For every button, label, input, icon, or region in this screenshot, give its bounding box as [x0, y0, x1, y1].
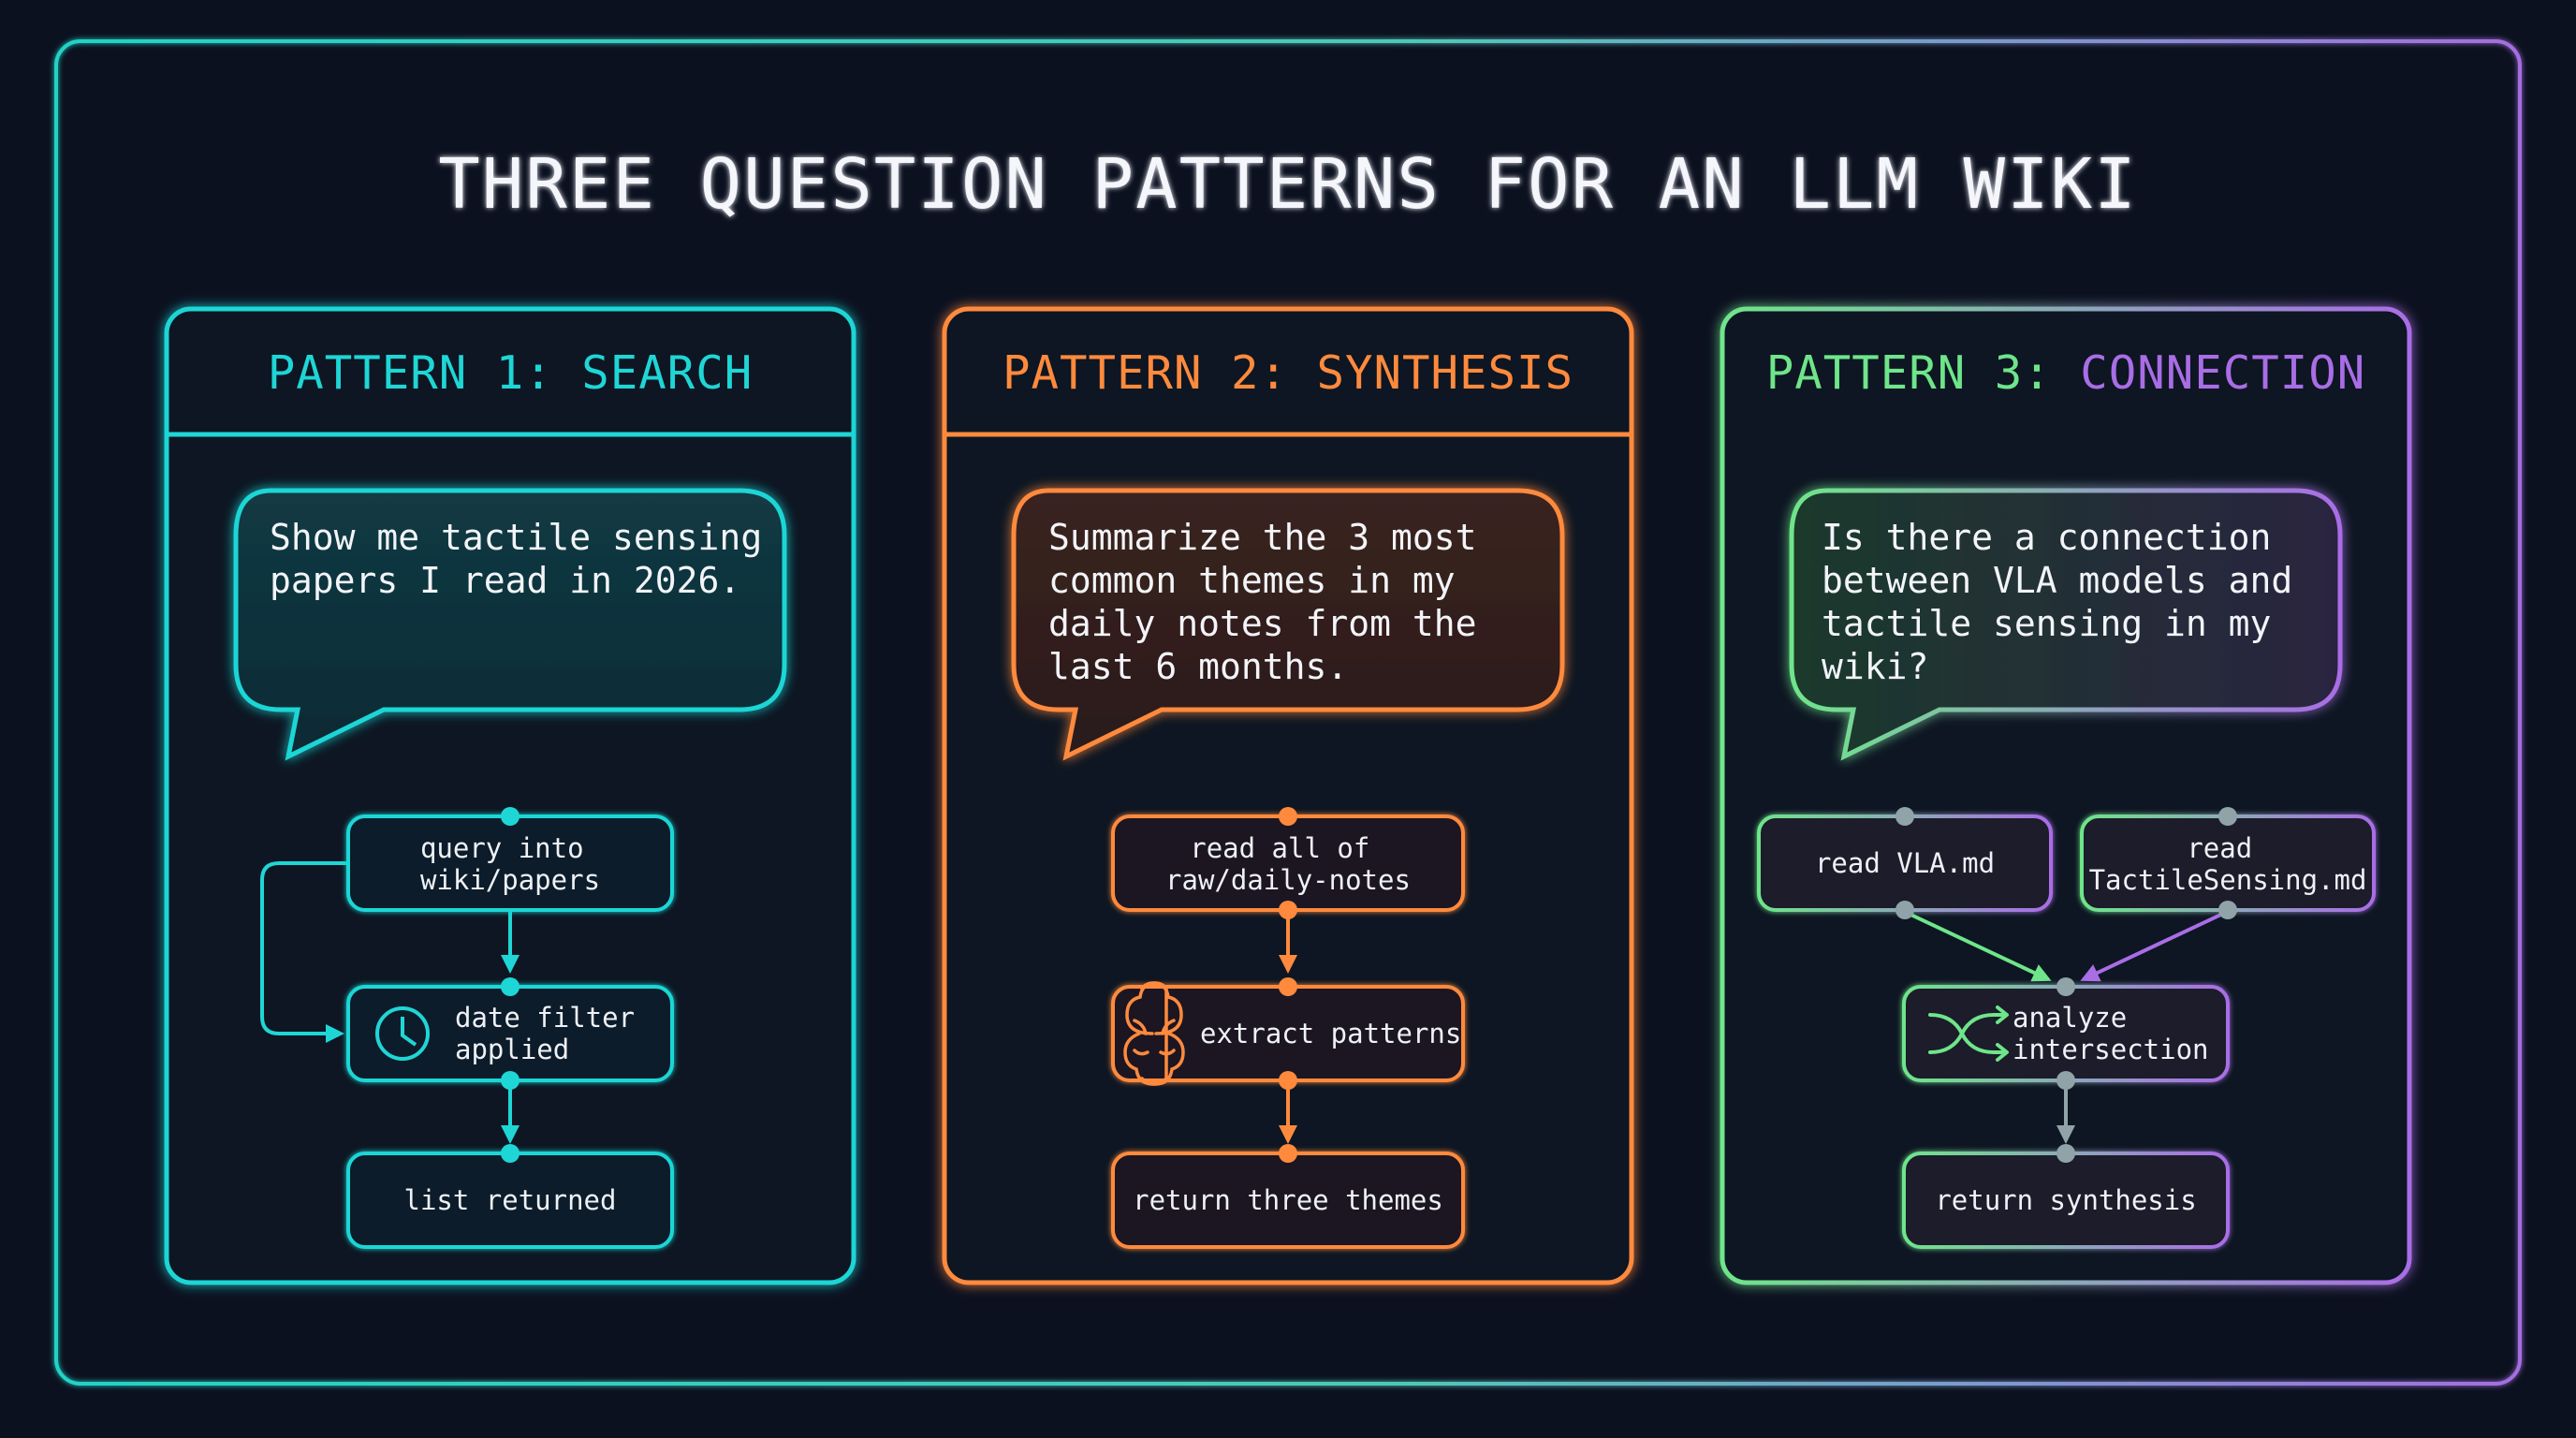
- panel-search: PATTERN 1: SEARCH Show me tactile sensin…: [164, 306, 856, 1285]
- port-dot: [2218, 807, 2237, 826]
- panel-search-heading-prefix: PATTERN 1:: [268, 346, 553, 400]
- flow-node-label: query into wiki/papers: [420, 832, 600, 896]
- port-dot: [1279, 1071, 1297, 1090]
- flow-node-label: extract patterns: [1200, 1018, 1461, 1049]
- brain-icon: [1123, 981, 1185, 1086]
- port-dot: [2056, 1144, 2075, 1163]
- port-dot: [501, 1071, 520, 1090]
- panel-synthesis: PATTERN 2: SYNTHESIS Summarize the 3 mos…: [942, 306, 1634, 1285]
- panel-connection-heading-prefix: PATTERN 3:: [1766, 346, 2052, 400]
- flow-connector: [2080, 910, 2228, 982]
- flow-connector: [1904, 910, 2052, 982]
- port-dot: [1895, 901, 1914, 919]
- panel-connection-question: Is there a connection between VLA models…: [1822, 517, 2314, 687]
- port-dot: [501, 977, 520, 996]
- panel-connection-heading: PATTERN 3: CONNECTION: [1766, 346, 2366, 400]
- flow-node-label-line: date filter: [455, 1002, 635, 1034]
- panel-synthesis-heading: PATTERN 2: SYNTHESIS: [1003, 346, 1573, 400]
- port-dot: [501, 1144, 520, 1163]
- port-dot: [2218, 901, 2237, 919]
- flow-node-label-line: read all of: [1190, 832, 1369, 864]
- flow-node-label: read TactileSensing.md: [2089, 832, 2367, 896]
- flow-node-label-line: wiki/papers: [420, 864, 600, 896]
- panel-connection: PATTERN 3: CONNECTION Is there a connect…: [1720, 306, 2412, 1285]
- port-dot: [501, 807, 520, 826]
- flow-node-label: read all of raw/daily-notes: [1165, 832, 1411, 896]
- loop-connector: [260, 861, 348, 1043]
- flow-node-label-line: read: [2187, 832, 2252, 864]
- flow-node-label-line: raw/daily-notes: [1165, 864, 1411, 896]
- panel-search-question-line: papers I read in 2026.: [270, 560, 740, 601]
- flow-node-label: read VLA.md: [1815, 847, 1995, 879]
- panel-connection-question-line: between VLA models and: [1822, 560, 2292, 601]
- panel-synthesis-question-line: Summarize the 3 most: [1048, 517, 1477, 558]
- panel-search-heading-name: SEARCH: [581, 346, 753, 400]
- flow-node-label: return synthesis: [1935, 1184, 2196, 1216]
- outer-frame: [54, 39, 2522, 1386]
- panel-synthesis-question-line: common themes in my: [1048, 560, 1456, 601]
- port-dot: [2056, 977, 2075, 996]
- panel-synthesis-question-bubble: [1011, 488, 1565, 761]
- port-dot: [1279, 1144, 1297, 1163]
- flow-node-label-line: applied: [455, 1034, 569, 1065]
- shuffle-icon: [1928, 1005, 2009, 1062]
- port-dot: [1279, 977, 1297, 996]
- page-title: THREE QUESTION PATTERNS FOR AN LLM WIKI: [438, 144, 2138, 225]
- panel-search-question-bubble: [233, 488, 787, 761]
- flow-node-label-line: intersection: [2012, 1034, 2209, 1065]
- flow-node-label: list returned: [404, 1184, 617, 1216]
- flow-node-label: return three themes: [1133, 1184, 1443, 1216]
- panel-synthesis-question-line: last 6 months.: [1048, 646, 1348, 687]
- panel-connection-question-bubble: [1789, 488, 2343, 761]
- panel-connection-question-line: wiki?: [1822, 646, 1928, 687]
- port-dot: [1279, 807, 1297, 826]
- flow-node-label-line: query into: [420, 832, 584, 864]
- panel-search-question: Show me tactile sensing papers I read in…: [270, 517, 783, 601]
- panel-synthesis-heading-prefix: PATTERN 2:: [1003, 346, 1288, 400]
- flow-node-label: date filter applied: [455, 1002, 651, 1065]
- panel-synthesis-question: Summarize the 3 most common themes in my…: [1048, 517, 1498, 687]
- port-dot: [1895, 807, 1914, 826]
- flow-node-label-line: TactileSensing.md: [2089, 864, 2367, 896]
- flow-node-label-line: analyze: [2012, 1002, 2127, 1034]
- panel-connection-question-line: Is there a connection: [1822, 517, 2271, 558]
- port-dot: [1279, 901, 1297, 919]
- panel-search-heading: PATTERN 1: SEARCH: [268, 346, 754, 400]
- clock-icon: [375, 1006, 430, 1061]
- panel-synthesis-heading-name: SYNTHESIS: [1317, 346, 1574, 400]
- panel-connection-heading-name: CONNECTION: [2080, 346, 2365, 400]
- panel-synthesis-question-line: daily notes from the: [1048, 603, 1477, 644]
- flow-node-label: analyze intersection: [2012, 1002, 2209, 1065]
- port-dot: [2056, 1071, 2075, 1090]
- panel-connection-question-line: tactile sensing in my: [1822, 603, 2271, 644]
- panel-search-question-line: Show me tactile sensing: [270, 517, 762, 558]
